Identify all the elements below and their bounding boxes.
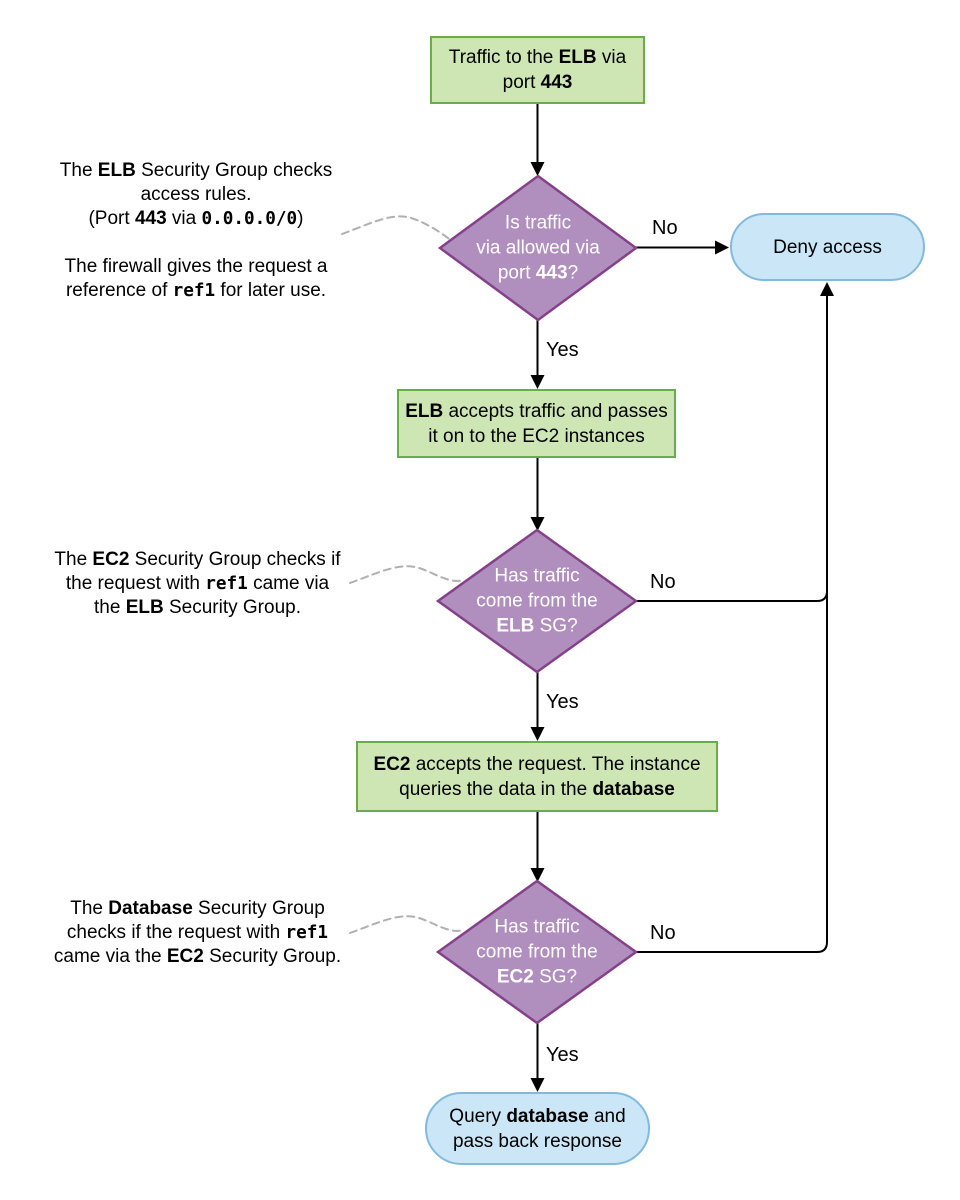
edge-label-yes-2: Yes [546,691,579,713]
edge-label-no-3: No [650,922,676,944]
callout-ec2-sg [349,565,465,584]
edge-decision3-no-to-deny [636,296,828,953]
arrowhead-down-icon [530,375,545,389]
decision-elb-sg-shape [435,528,639,674]
edge-label-no-2: No [650,571,676,593]
node-deny-access: Deny access [730,213,925,281]
arrowhead-up-icon [820,282,834,296]
arrowhead-down-icon [530,727,545,741]
arrowhead-down-icon [530,868,545,882]
arrowhead-down-icon [530,1078,545,1092]
edge-label-yes-3: Yes [546,1044,579,1066]
arrowhead-down-icon [530,162,545,176]
node-deny-access-label: Deny access [773,236,882,258]
decision-port-443-shape [437,174,639,322]
arrowhead-right-icon [715,240,729,255]
edge-label-yes-1: Yes [546,339,579,361]
callout-db-sg [349,915,465,934]
edge-label-no-1: No [652,217,678,239]
arrowhead-down-icon [530,517,545,531]
decision-ec2-sg-shape [435,879,639,1025]
callout-elb-sg [341,215,453,242]
